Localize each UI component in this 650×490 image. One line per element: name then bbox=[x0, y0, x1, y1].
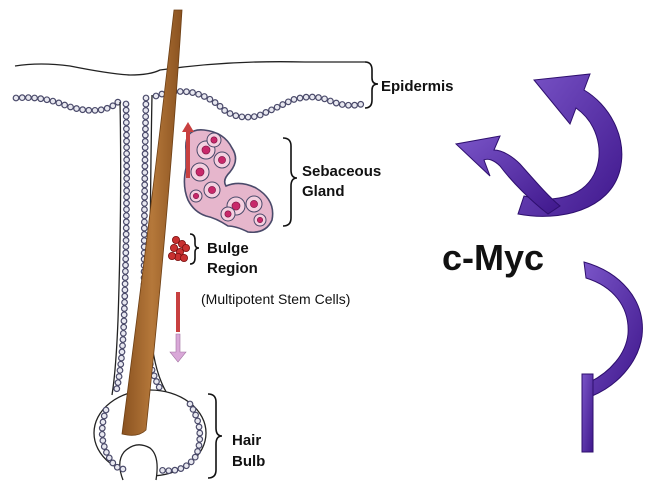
epidermis-label: Epidermis bbox=[381, 78, 454, 95]
hair-bulb-label-line2: Bulb bbox=[232, 453, 265, 470]
c-myc-activation-arrow-left bbox=[456, 136, 560, 214]
skin-surface-line bbox=[15, 62, 365, 75]
hair-bulb-label-line1: Hair bbox=[232, 432, 261, 449]
sebaceous-label-line2: Gland bbox=[302, 183, 345, 200]
sebaceous-gland bbox=[184, 130, 272, 232]
epidermis-membrane bbox=[13, 89, 363, 120]
c-myc-inhibition-arrow bbox=[582, 262, 642, 452]
c-myc-label: c-Myc bbox=[442, 237, 544, 278]
bulge-label-line1: Bulge bbox=[207, 240, 249, 257]
sebaceous-label-line1: Sebaceous bbox=[302, 163, 381, 180]
stem-cells-caption: (Multipotent Stem Cells) bbox=[201, 291, 350, 307]
bulge-label-line2: Region bbox=[207, 260, 258, 277]
hair-shaft bbox=[122, 10, 182, 435]
bulge-stem-cells bbox=[168, 236, 189, 261]
